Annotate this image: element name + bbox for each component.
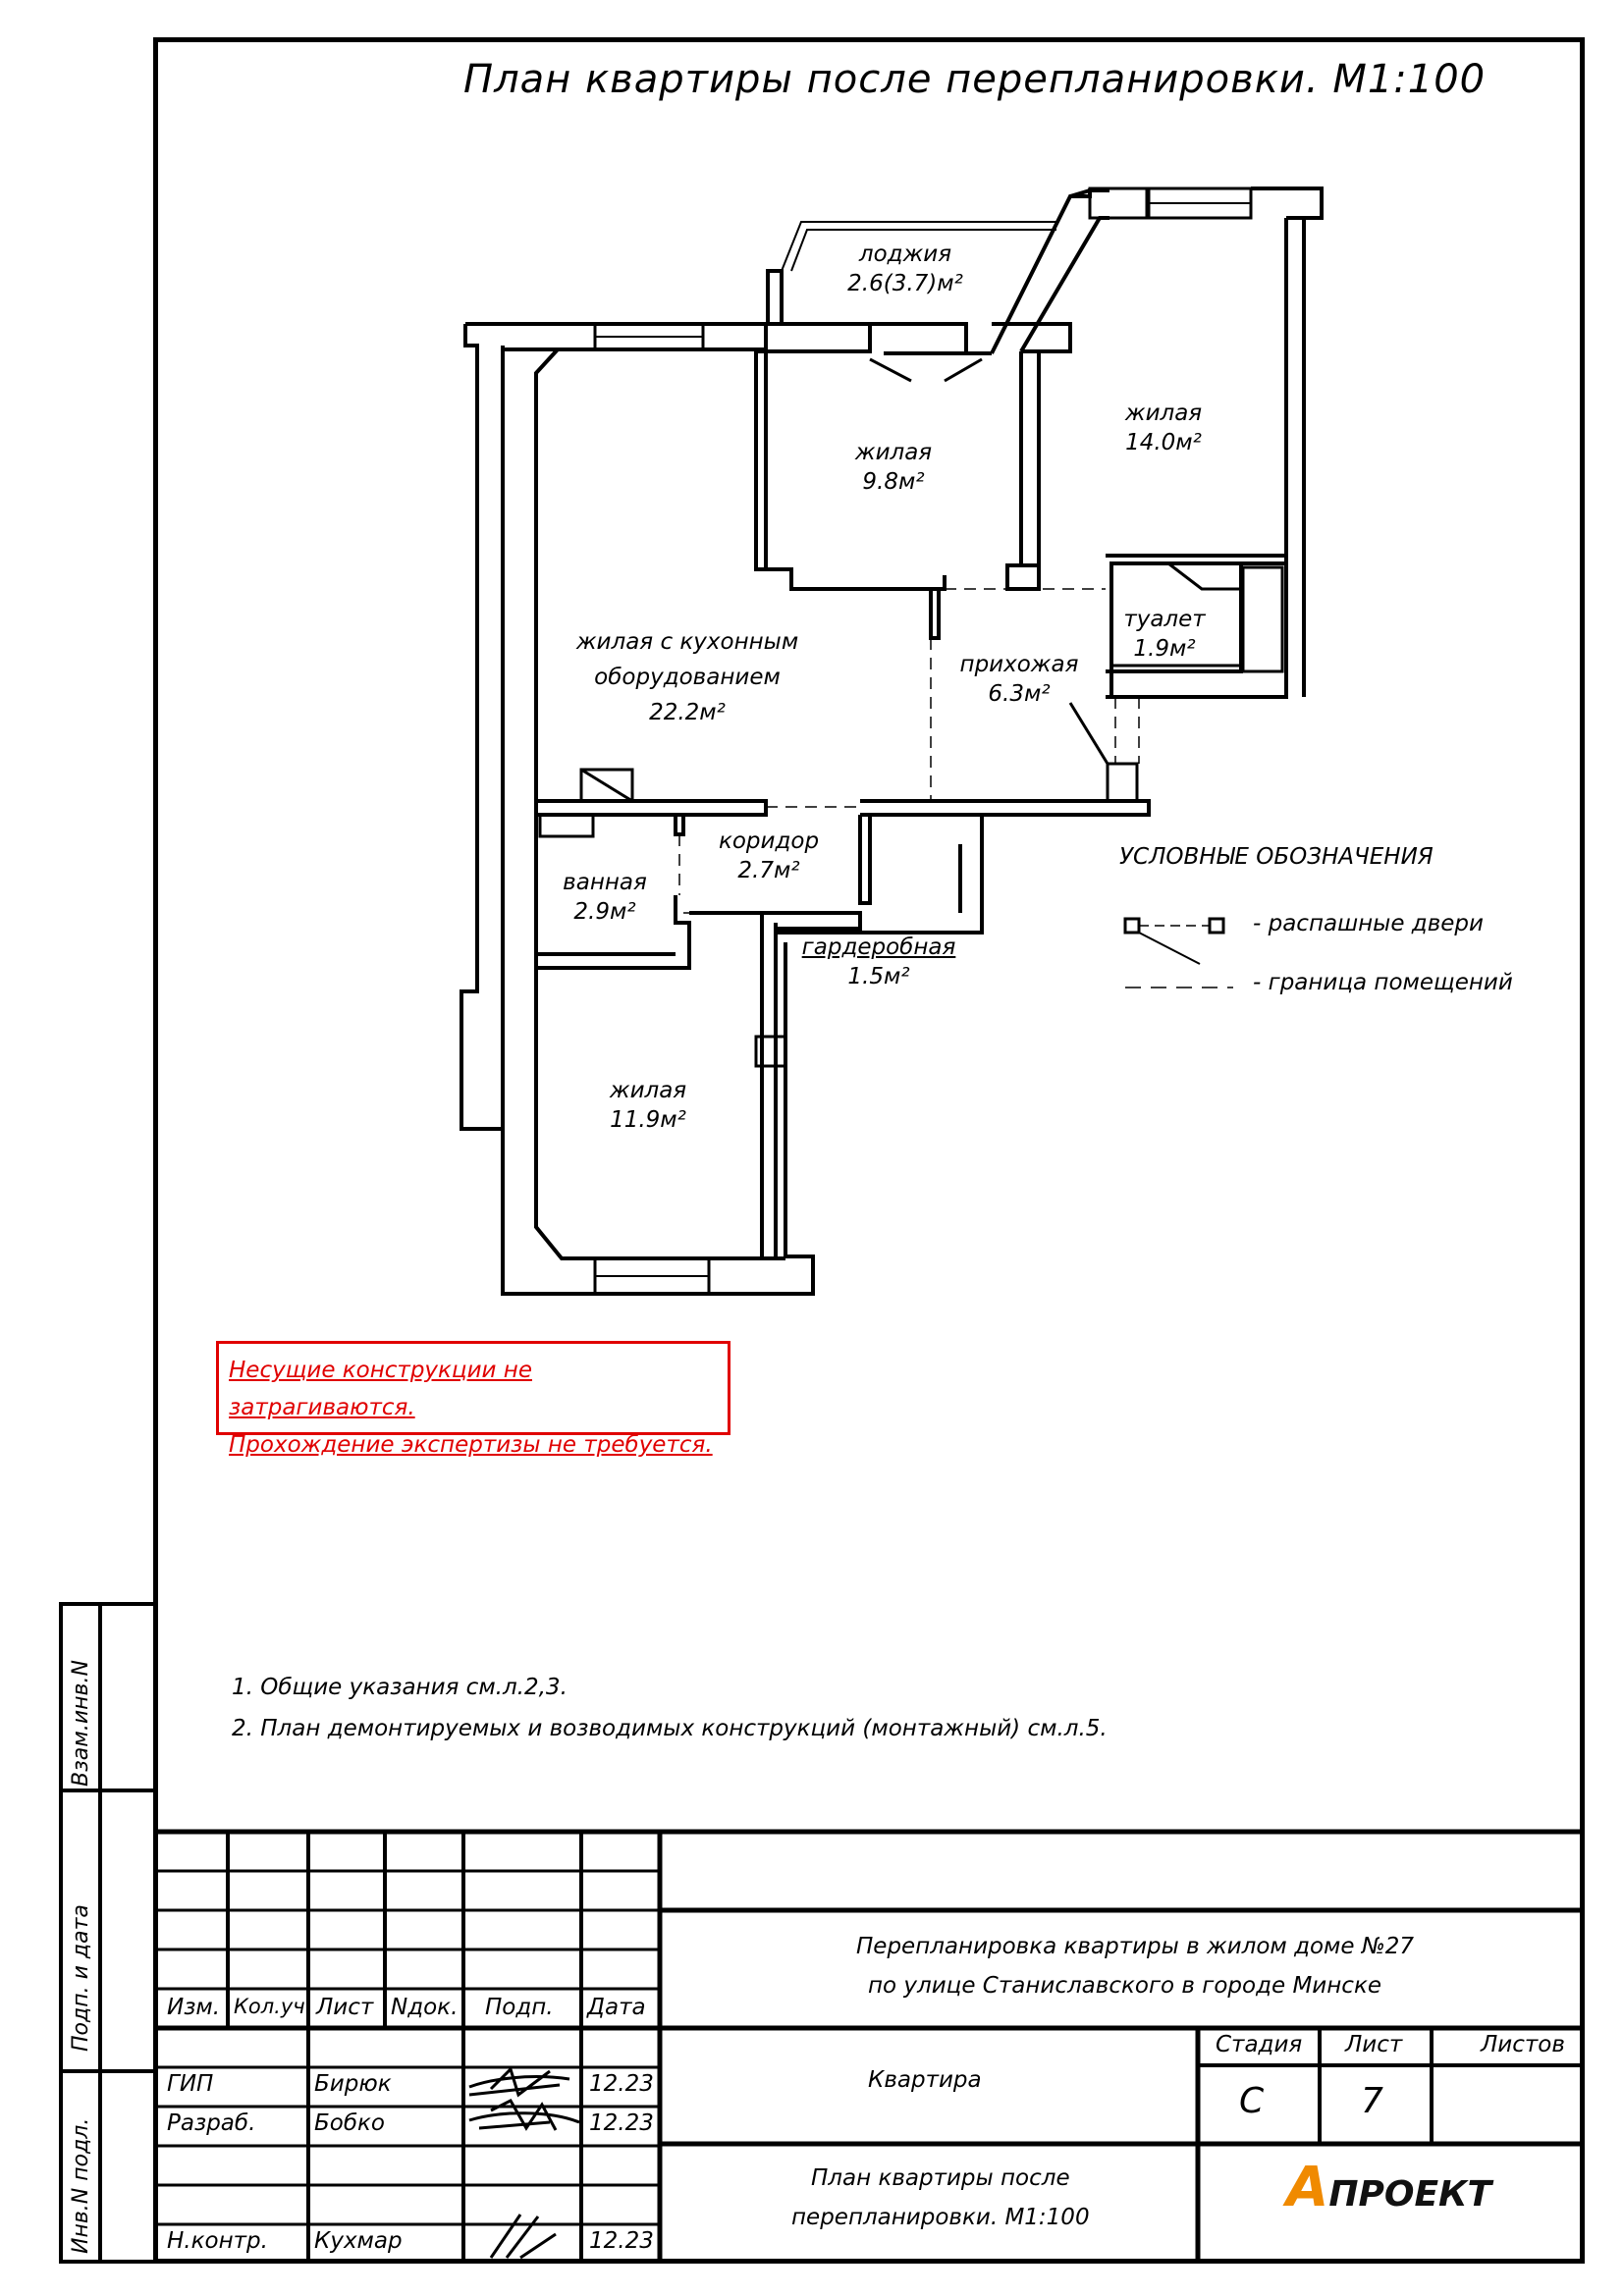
tb-header-list: Лист [316,1995,374,2020]
room-label-living-11: жилая 11.9м² [609,1078,687,1133]
room-label-loggia: лоджия 2.6(3.7)м² [847,241,963,296]
room-label-bath: ванная 2.9м² [563,870,647,925]
company-logo: АПРОЕКТ [1286,2156,1491,2219]
tb-header-izm: Изм. [167,1995,221,2020]
legend-title: УСЛОВНЫЕ ОБОЗНАЧЕНИЯ [1119,844,1434,870]
room-label-living-14: жилая 14.0м² [1124,400,1203,455]
room-label-toilet: туалет 1.9м² [1123,607,1206,662]
tb-header-data: Дата [587,1995,646,2020]
legend-item-boundary: - граница помещений [1253,970,1513,995]
tb-date-gip: 12.23 [589,2071,654,2097]
note-1: 1. Общие указания см.л.2,3. [232,1675,568,1700]
room-label-hall: прихожая 6.3м² [959,652,1079,707]
outer-wall-left [460,324,815,1296]
tb-sheets-header: Листов [1481,2032,1565,2057]
tb-role-dev: Разраб. [167,2110,256,2136]
signature-marks [468,2066,580,2260]
tb-name-dev: Бобко [314,2110,385,2136]
warning-line-1: Несущие конструкции не затрагиваются. [229,1358,532,1420]
tb-object: Квартира [868,2067,982,2093]
tb-date-dev: 12.23 [589,2110,654,2136]
logo-text: ПРОЕКТ [1328,2174,1492,2215]
tb-sheet-header: Лист [1345,2032,1403,2057]
note-2: 2. План демонтируемых и возводимых конст… [232,1716,1108,1741]
tb-project-line1: Перепланировка квартиры в жилом доме №27 [856,1934,1415,1959]
tb-role-norm: Н.контр. [167,2228,268,2254]
loggia-outline [766,269,784,324]
logo-mark: А [1286,2156,1329,2219]
tb-sheet-value: 7 [1361,2081,1383,2121]
page-title: План квартиры после перепланировки. М1:1… [463,57,1487,102]
tb-drawing-line1: План квартиры после [811,2165,1070,2191]
room-label-wardrobe: гардеробная 1.5м² [801,934,956,989]
drawing-frame [153,37,1585,2264]
side-column-row1 [59,1602,157,1792]
tb-role-gip: ГИП [167,2071,214,2097]
tb-project-line2: по улице Станиславского в городе Минске [868,1973,1381,1999]
room-label-living-kitchen: жилая с кухонным оборудованием 22.2м² [575,629,799,725]
tb-header-podp: Подп. [485,1995,554,2020]
tb-name-norm: Кухмар [314,2228,403,2254]
legend-item-doors: - распашные двери [1253,911,1484,936]
side-column-divider [59,1602,102,2264]
tb-stage-value: С [1239,2081,1265,2121]
tb-drawing-line2: перепланировки. М1:100 [791,2205,1090,2230]
room-label-living-9: жилая 9.8м² [854,440,933,495]
floor-plan [460,187,1324,1296]
side-column-row2 [59,1789,157,2073]
warning-line-2: Прохождение экспертизы не требуется. [229,1432,713,1458]
tb-header-ndok: Nдок. [391,1995,459,2020]
tb-stage-header: Стадия [1216,2032,1303,2057]
room-label-corridor: коридор 2.7м² [718,828,820,883]
tb-name-gip: Бирюк [314,2071,392,2097]
warning-box: Несущие конструкции не затрагиваются. Пр… [216,1341,730,1458]
tb-date-norm: 12.23 [589,2228,654,2254]
tb-header-koluch: Кол.уч. [234,1995,312,2018]
